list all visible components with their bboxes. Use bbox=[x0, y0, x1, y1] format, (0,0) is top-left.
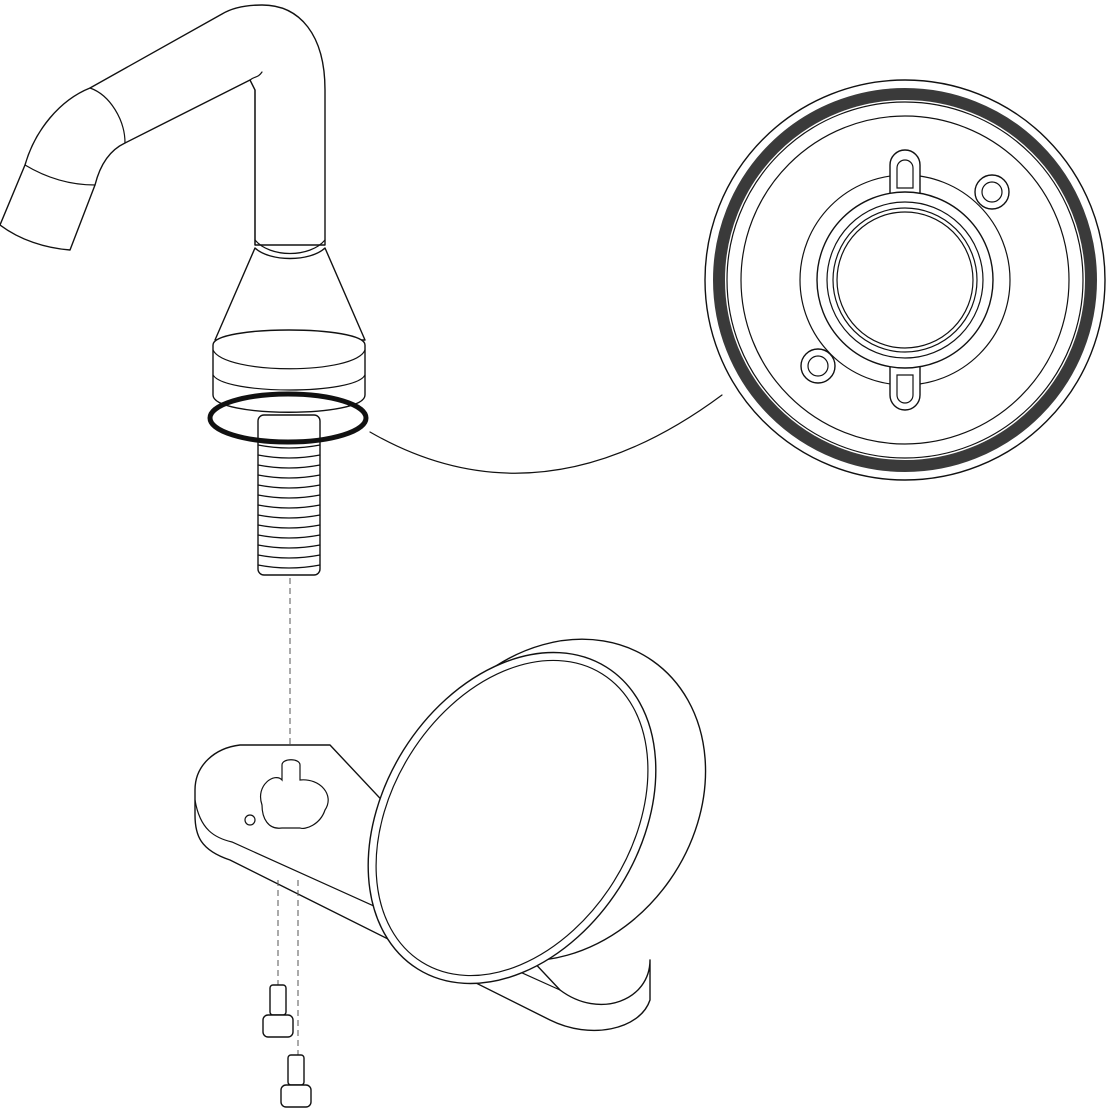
thread-line bbox=[257, 494, 321, 499]
threaded-stem bbox=[257, 414, 321, 576]
thread-line bbox=[257, 544, 321, 549]
thread-line bbox=[257, 564, 321, 569]
faucet-spout bbox=[0, 4, 366, 413]
thread-line bbox=[257, 504, 321, 509]
screw bbox=[262, 984, 294, 1038]
round-plate bbox=[367, 638, 707, 985]
thread-line bbox=[257, 444, 321, 449]
screw bbox=[280, 1054, 312, 1108]
thread-line bbox=[257, 524, 321, 529]
thread-line bbox=[257, 514, 321, 519]
thread-line bbox=[257, 484, 321, 489]
thread-line bbox=[257, 554, 321, 559]
thread-line bbox=[257, 474, 321, 479]
leader-line bbox=[369, 394, 723, 474]
thread-line bbox=[257, 454, 321, 459]
thread-line bbox=[257, 534, 321, 539]
thread-line bbox=[257, 464, 321, 469]
o-ring-seal bbox=[207, 391, 369, 445]
detail-view-base bbox=[704, 79, 1106, 481]
